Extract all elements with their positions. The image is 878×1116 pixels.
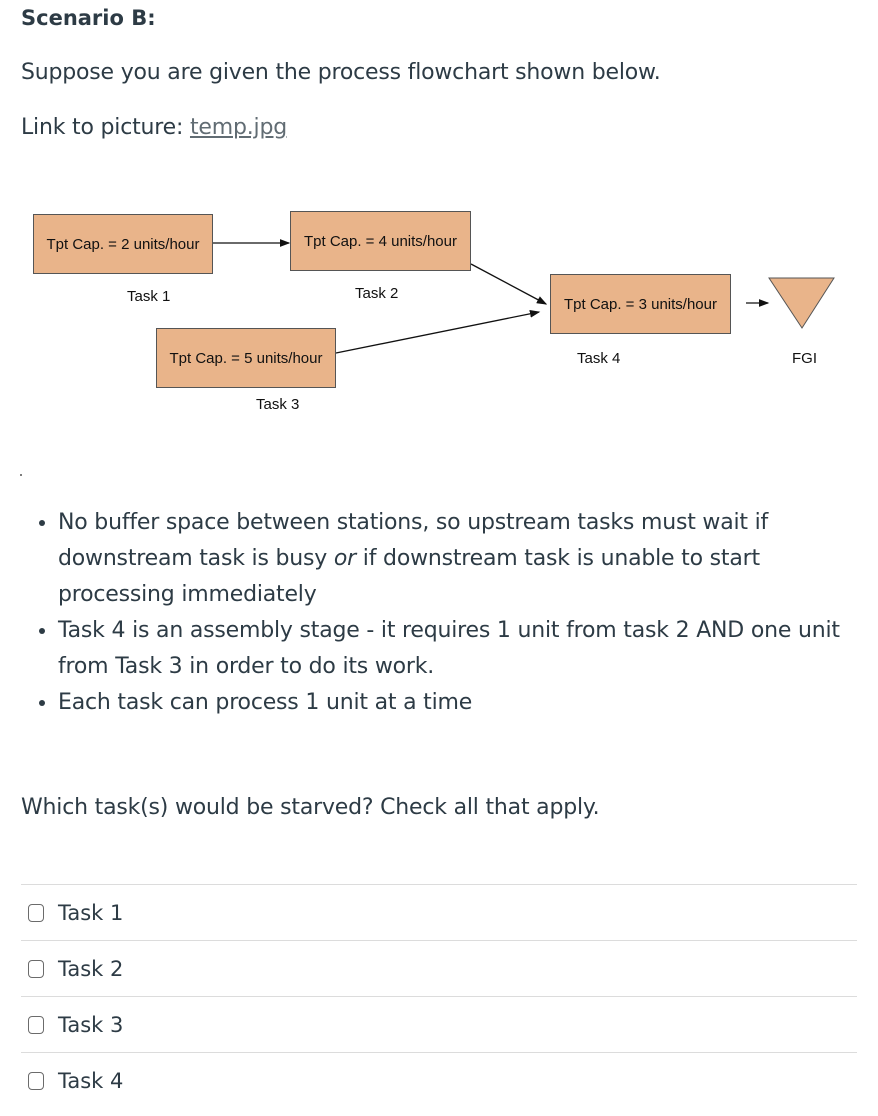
task4-label: Task 4 [577,350,621,367]
answer-options: Task 1 Task 2 Task 3 Task 4 [21,884,857,1108]
arrow-task3-task4 [335,309,541,354]
answer-option-task2[interactable]: Task 2 [21,940,857,996]
task2-box: Tpt Cap. = 4 units/hour [290,211,471,271]
answer-option-task3[interactable]: Task 3 [21,996,857,1052]
assumption-item: No buffer space between stations, so ups… [58,505,858,613]
checkbox[interactable] [28,903,44,922]
assumption-item: Each task can process 1 unit at a time [58,685,858,721]
task1-box: Tpt Cap. = 2 units/hour [33,214,213,274]
checkbox[interactable] [28,959,44,978]
fgi-triangle-icon [768,277,835,329]
answer-label: Task 3 [58,1012,124,1037]
task3-box: Tpt Cap. = 5 units/hour [156,328,336,388]
assumption-item: Task 4 is an assembly stage - it require… [58,613,858,685]
answer-option-task4[interactable]: Task 4 [21,1052,857,1108]
answer-option-task1[interactable]: Task 1 [21,884,857,940]
answer-label: Task 2 [58,956,124,981]
answer-label: Task 4 [58,1068,124,1093]
scenario-title: Scenario B: [21,6,156,30]
task3-label: Task 3 [256,396,300,413]
question-prompt: Which task(s) would be starved? Check al… [21,795,600,820]
flowchart-arrows [213,239,835,354]
arrow-task2-task4 [470,263,548,305]
checkbox[interactable] [28,1015,44,1034]
stray-period [20,474,22,476]
assumptions-list: No buffer space between stations, so ups… [30,505,858,721]
link-prefix: Link to picture: [21,115,190,140]
answer-label: Task 1 [58,900,124,925]
picture-link[interactable]: temp.jpg [189,115,287,140]
task2-label: Task 2 [355,285,399,302]
process-flowchart: Tpt Cap. = 2 units/hour Task 1 Tpt Cap. … [0,190,878,430]
checkbox[interactable] [28,1071,44,1090]
fgi-label: FGI [792,350,817,367]
picture-link-line: Link to picture: temp.jpg [21,115,287,140]
scenario-intro: Suppose you are given the process flowch… [21,60,661,85]
task1-label: Task 1 [127,288,171,305]
task4-box: Tpt Cap. = 3 units/hour [550,274,731,334]
